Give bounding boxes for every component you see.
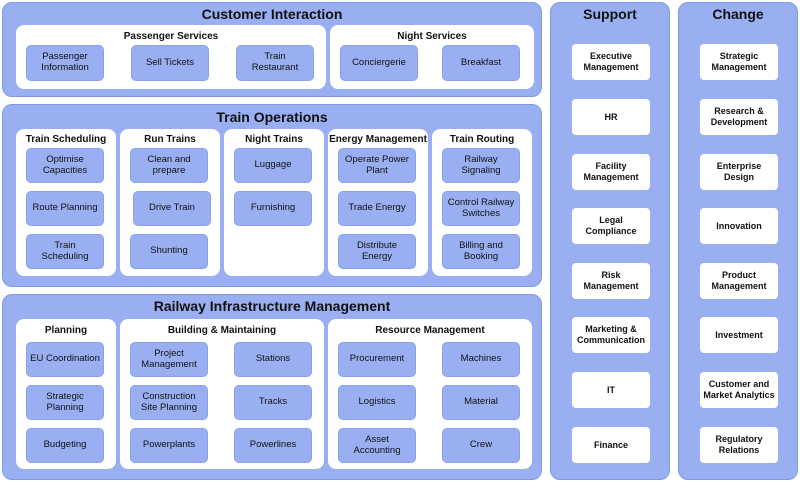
marketing-communication-tile: Marketing & Communication xyxy=(572,317,650,353)
train-routing-group: Train Routing Railway Signaling Control … xyxy=(432,129,532,276)
risk-management-tile: Risk Management xyxy=(572,263,650,299)
night-services-title: Night Services xyxy=(397,31,467,42)
construction-site-planning-tile: Construction Site Planning xyxy=(130,385,208,420)
planning-title: Planning xyxy=(44,325,88,336)
operate-power-plant-tile: Operate Power Plant xyxy=(338,148,416,183)
sell-tickets-tile: Sell Tickets xyxy=(131,45,209,81)
customer-interaction-title: Customer Interaction xyxy=(201,6,343,22)
resource-management-group: Resource Management Procurement Machines… xyxy=(328,319,532,469)
asset-accounting-tile: Asset Accounting xyxy=(338,428,416,463)
it-tile: IT xyxy=(572,372,650,408)
procurement-tile: Procurement xyxy=(338,342,416,377)
railway-signaling-tile: Railway Signaling xyxy=(442,148,520,183)
control-railway-switches-tile: Control Railway Switches xyxy=(442,191,520,226)
innovation-tile: Innovation xyxy=(700,208,778,244)
crew-tile: Crew xyxy=(442,428,520,463)
project-management-tile: Project Management xyxy=(130,342,208,377)
customer-market-analytics-tile: Customer and Market Analytics xyxy=(700,372,778,408)
train-restaurant-tile: Train Restaurant xyxy=(236,45,314,81)
logistics-tile: Logistics xyxy=(338,385,416,420)
train-scheduling-tile: Train Scheduling xyxy=(26,234,104,269)
night-trains-group: Night Trains Luggage Furnishing xyxy=(224,129,324,276)
enterprise-design-tile: Enterprise Design xyxy=(700,154,778,190)
passenger-services-title: Passenger Services xyxy=(123,31,219,42)
budgeting-tile: Budgeting xyxy=(26,428,104,463)
conciergerie-tile: Conciergerie xyxy=(340,45,418,81)
billing-and-booking-tile: Billing and Booking xyxy=(442,234,520,269)
investment-tile: Investment xyxy=(700,317,778,353)
railway-infrastructure-panel: Railway Infrastructure Management Planni… xyxy=(2,294,542,480)
train-scheduling-title: Train Scheduling xyxy=(25,134,107,145)
route-planning-tile: Route Planning xyxy=(26,191,104,226)
support-title: Support xyxy=(583,6,637,22)
regulatory-relations-tile: Regulatory Relations xyxy=(700,427,778,463)
run-trains-group: Run Trains Clean and prepare Drive Train… xyxy=(120,129,220,276)
building-maintaining-title: Building & Maintaining xyxy=(167,325,277,336)
trade-energy-tile: Trade Energy xyxy=(338,191,416,226)
strategic-planning-tile: Strategic Planning xyxy=(26,385,104,420)
night-services-group: Night Services Conciergerie Breakfast xyxy=(330,25,534,89)
finance-tile: Finance xyxy=(572,427,650,463)
breakfast-tile: Breakfast xyxy=(442,45,520,81)
energy-management-group: Energy Management Operate Power Plant Tr… xyxy=(328,129,428,276)
tracks-tile: Tracks xyxy=(234,385,312,420)
furnishing-tile: Furnishing xyxy=(234,191,312,226)
powerplants-tile: Powerplants xyxy=(130,428,208,463)
change-panel: Change Strategic Management Research & D… xyxy=(678,2,798,480)
train-scheduling-group: Train Scheduling Optimise Capacities Rou… xyxy=(16,129,116,276)
run-trains-title: Run Trains xyxy=(144,134,196,145)
powerlines-tile: Powerlines xyxy=(234,428,312,463)
train-operations-panel: Train Operations Train Scheduling Optimi… xyxy=(2,104,542,287)
strategic-management-tile: Strategic Management xyxy=(700,44,778,80)
support-panel: Support Executive Management HR Facility… xyxy=(550,2,670,480)
planning-group: Planning EU Coordination Strategic Plann… xyxy=(16,319,116,469)
train-operations-title: Train Operations xyxy=(216,109,328,125)
train-routing-title: Train Routing xyxy=(449,134,515,145)
research-development-tile: Research & Development xyxy=(700,99,778,135)
optimise-capacities-tile: Optimise Capacities xyxy=(26,148,104,183)
eu-coordination-tile: EU Coordination xyxy=(26,342,104,377)
stations-tile: Stations xyxy=(234,342,312,377)
executive-management-tile: Executive Management xyxy=(572,44,650,80)
drive-train-tile: Drive Train xyxy=(133,191,211,226)
clean-and-prepare-tile: Clean and prepare xyxy=(130,148,208,183)
passenger-information-tile: Passenger Information xyxy=(26,45,104,81)
material-tile: Material xyxy=(442,385,520,420)
railway-infrastructure-title: Railway Infrastructure Management xyxy=(153,298,391,314)
hr-tile: HR xyxy=(572,99,650,135)
legal-compliance-tile: Legal Compliance xyxy=(572,208,650,244)
luggage-tile: Luggage xyxy=(234,148,312,183)
product-management-tile: Product Management xyxy=(700,263,778,299)
passenger-services-group: Passenger Services Passenger Information… xyxy=(16,25,326,89)
energy-management-title: Energy Management xyxy=(329,134,427,145)
customer-interaction-panel: Customer Interaction Passenger Services … xyxy=(2,2,542,97)
building-maintaining-group: Building & Maintaining Project Managemen… xyxy=(120,319,324,469)
night-trains-title: Night Trains xyxy=(245,134,303,145)
change-title: Change xyxy=(712,6,764,22)
distribute-energy-tile: Distribute Energy xyxy=(338,234,416,269)
machines-tile: Machines xyxy=(442,342,520,377)
resource-management-title: Resource Management xyxy=(375,325,485,336)
facility-management-tile: Facility Management xyxy=(572,154,650,190)
shunting-tile: Shunting xyxy=(130,234,208,269)
